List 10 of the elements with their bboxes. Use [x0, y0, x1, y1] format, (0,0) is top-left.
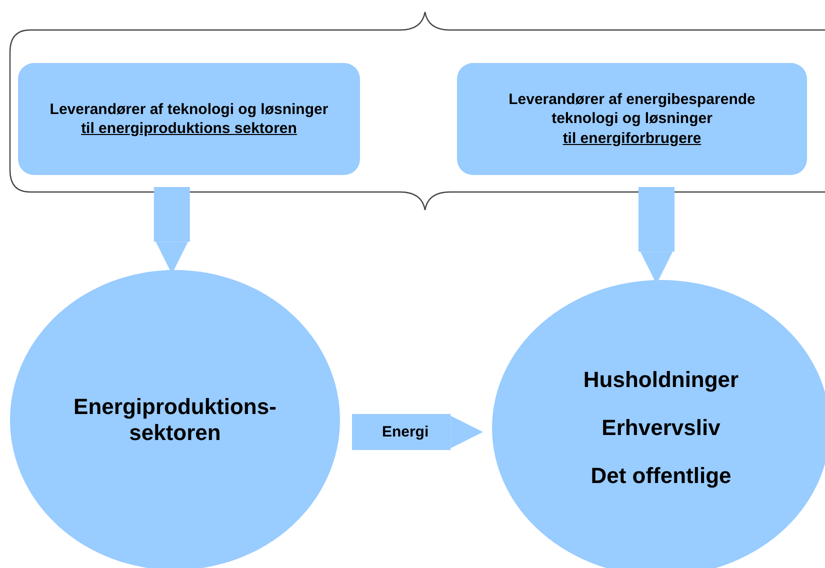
sector-label: Energiproduktions-sektoren — [72, 394, 278, 446]
sector-label: Erhvervsliv — [602, 415, 720, 441]
supplier-text: Leverandører af energibesparende teknologi og løsninger til energiforbrugere — [508, 90, 756, 148]
block-arrow — [352, 414, 483, 450]
supplier-text: Leverandører af teknologi og løsninger til energiproduktions sektoren — [48, 100, 330, 138]
supplier-box — [457, 63, 807, 175]
edge-label: Energi — [382, 424, 429, 440]
sector-label: Det offentlige — [590, 463, 732, 489]
sector-label: Husholdninger — [583, 367, 739, 393]
supplier-box — [18, 63, 360, 175]
